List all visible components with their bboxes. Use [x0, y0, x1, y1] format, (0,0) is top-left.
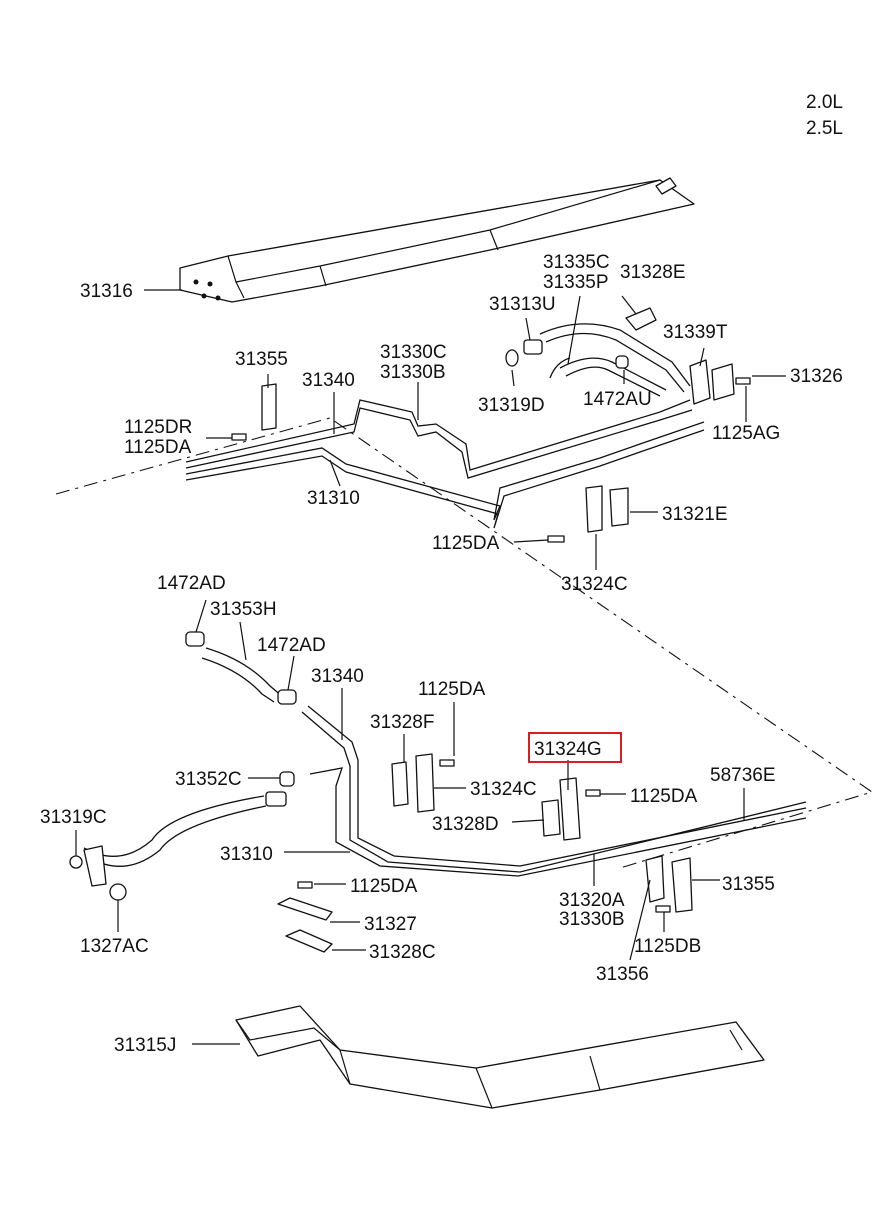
part-label-31328F[interactable]: 31328F [370, 712, 434, 733]
part-label-31355-bot[interactable]: 31355 [722, 874, 775, 895]
part-label-31324G[interactable]: 31324G [534, 739, 602, 760]
part-label-1125DA-c[interactable]: 1125DA [418, 679, 486, 700]
part-label-1125DA-b[interactable]: 1125DA [432, 533, 500, 554]
rail-31315J [235, 1005, 765, 1109]
part-label-31316[interactable]: 31316 [80, 281, 133, 302]
part-label-1327AC[interactable]: 1327AC [80, 936, 149, 957]
part-label-31319D[interactable]: 31319D [478, 395, 545, 416]
part-label-1125DA-d[interactable]: 1125DA [630, 786, 698, 807]
engine-label-2.5L: 2.5L [806, 118, 843, 139]
part-label-1472AU[interactable]: 1472AU [583, 389, 652, 410]
part-label-1472AD-a[interactable]: 1472AD [157, 573, 226, 594]
part-label-1125AG[interactable]: 1125AG [712, 423, 780, 444]
section-outline [55, 417, 874, 869]
leader-lines [75, 289, 786, 1045]
part-label-31313U[interactable]: 31313U [489, 294, 556, 315]
part-label-31327[interactable]: 31327 [364, 914, 417, 935]
part-label-58736E[interactable]: 58736E [710, 765, 776, 786]
part-label-31330B-bot[interactable]: 31330B [559, 909, 625, 930]
part-label-1472AD-b[interactable]: 1472AD [257, 635, 326, 656]
part-label-31310-top[interactable]: 31310 [307, 488, 360, 509]
top-small-parts [231, 307, 751, 543]
pipe-bundle-bottom [83, 647, 807, 877]
highlight-box-31324G [528, 732, 622, 763]
part-label-31320A[interactable]: 31320A [559, 890, 625, 911]
part-label-31324C-top[interactable]: 31324C [561, 574, 628, 595]
engine-label-2.0L: 2.0L [806, 92, 843, 113]
rail-31316 [179, 177, 695, 303]
part-label-31335C[interactable]: 31335C [543, 252, 610, 273]
part-label-31315J[interactable]: 31315J [114, 1035, 176, 1056]
part-label-31319C[interactable]: 31319C [40, 807, 107, 828]
part-label-31340-bot[interactable]: 31340 [311, 666, 364, 687]
part-label-1125DA-a[interactable]: 1125DA [124, 437, 192, 458]
part-label-1125DR[interactable]: 1125DR [124, 417, 192, 438]
part-label-31335P[interactable]: 31335P [543, 272, 609, 293]
part-label-31310-bot[interactable]: 31310 [220, 844, 273, 865]
bottom-small-parts [69, 631, 693, 953]
part-label-31340-top[interactable]: 31340 [302, 370, 355, 391]
part-label-31324C-bot[interactable]: 31324C [470, 779, 537, 800]
part-label-31328C[interactable]: 31328C [369, 942, 436, 963]
part-label-31353H[interactable]: 31353H [210, 599, 277, 620]
part-label-31330C[interactable]: 31330C [380, 342, 447, 363]
part-label-31326[interactable]: 31326 [790, 366, 843, 387]
part-label-31328D[interactable]: 31328D [432, 814, 499, 835]
part-label-1125DB[interactable]: 1125DB [634, 936, 701, 957]
part-label-1125DA-e[interactable]: 1125DA [350, 876, 418, 897]
part-label-31328E[interactable]: 31328E [620, 262, 686, 283]
part-label-31339T[interactable]: 31339T [663, 322, 728, 343]
part-label-31352C[interactable]: 31352C [175, 769, 242, 790]
part-label-31330B-top[interactable]: 31330B [380, 362, 446, 383]
part-label-31355-top[interactable]: 31355 [235, 349, 288, 370]
part-label-31321E[interactable]: 31321E [662, 504, 728, 525]
part-label-31356[interactable]: 31356 [596, 964, 649, 985]
pipe-bundle-top [185, 323, 705, 529]
